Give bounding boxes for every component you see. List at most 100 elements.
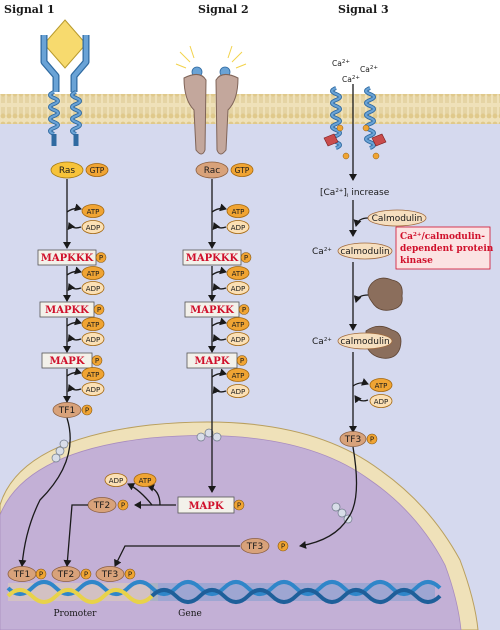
- nucleus-atp: ATP: [133, 473, 157, 487]
- arrow-s3-atp: [352, 378, 369, 387]
- svg-text:MAPKK: MAPKK: [45, 305, 89, 316]
- svg-text:TF2: TF2: [93, 501, 110, 511]
- promoter-label: Promoter: [54, 609, 98, 619]
- s3-adp-badge: ADP: [369, 394, 393, 408]
- arrow-tf3-into-nucleus: [299, 446, 358, 549]
- ca-calmodulin-complex-2: calmodulin: [337, 325, 402, 359]
- svg-text:P: P: [128, 571, 132, 579]
- tf3-bound: TF3 P: [95, 566, 136, 582]
- svg-text:ATP: ATP: [232, 372, 245, 380]
- s1-atp-2: ATP: [81, 266, 105, 280]
- signal-2-receptor-icon: [183, 74, 239, 155]
- s2-adp-3: ADP: [226, 332, 250, 346]
- signal-2-label: Signal 2: [198, 3, 249, 16]
- svg-text:P: P: [370, 436, 374, 444]
- svg-text:P: P: [95, 357, 99, 365]
- svg-text:P: P: [281, 543, 285, 551]
- s2-atp-4: ATP: [226, 368, 250, 382]
- s2-adp-1: ADP: [226, 220, 250, 234]
- svg-text:ADP: ADP: [374, 398, 388, 406]
- s1-arrow-atp-4: [66, 367, 82, 377]
- nuclear-mapk-box: MAPK P: [177, 496, 245, 514]
- s1-arrow-atp-1: [66, 203, 82, 213]
- nucleus-adp: ADP: [104, 473, 128, 487]
- svg-text:MAPKKK: MAPKKK: [186, 253, 239, 264]
- camk-label-box: Ca2+/calmodulin- dependent protein kinas…: [395, 226, 494, 270]
- s3-atp-badge: ATP: [369, 378, 393, 392]
- camk-label-line-2: dependent protein: [400, 244, 494, 254]
- s2-arrow-atp-3: [211, 317, 227, 327]
- s1-adp-3: ADP: [81, 332, 105, 346]
- s1-arrow-atp-3: [66, 317, 82, 327]
- s1-adp-4: ADP: [81, 382, 105, 396]
- tf2-bound: TF2 P: [51, 566, 92, 582]
- ca-ion-1: Ca2+: [332, 59, 350, 68]
- arrow-nucleus-adp: [127, 483, 153, 506]
- svg-text:P: P: [99, 254, 103, 262]
- svg-text:TF3: TF3: [101, 570, 118, 580]
- s2-adp-2: ADP: [226, 281, 250, 295]
- camk-label-line-3: kinase: [400, 256, 433, 266]
- ca-ion-2: Ca2+: [360, 65, 378, 74]
- svg-text:ATP: ATP: [87, 208, 100, 216]
- signal-3-label: Signal 3: [338, 3, 389, 16]
- rac-gtp-label: GTP: [235, 166, 250, 175]
- svg-text:P: P: [121, 502, 125, 510]
- ras-label: Ras: [59, 166, 76, 176]
- ca-calmodulin-complex-1: calmodulin: [337, 242, 393, 260]
- s1-mapkk-box: MAPKK P: [39, 301, 105, 318]
- nuclear-pore-2: [196, 428, 222, 442]
- svg-text:TF1: TF1: [58, 406, 75, 416]
- arrow-tf3-to-promoter: [114, 545, 240, 567]
- svg-text:ATP: ATP: [139, 477, 152, 485]
- svg-text:ATP: ATP: [375, 382, 388, 390]
- s1-adp-1: ADP: [81, 220, 105, 234]
- svg-text:P: P: [97, 306, 101, 314]
- s2-arrow-adp-3: [212, 334, 227, 343]
- s1-arrow-adp-3: [67, 334, 82, 343]
- svg-text:P: P: [237, 502, 241, 510]
- rac-label: Rac: [204, 166, 221, 176]
- ca-calmodulin-prefix-1: Ca2+: [312, 247, 332, 257]
- svg-text:MAPK: MAPK: [194, 356, 229, 367]
- svg-text:ADP: ADP: [109, 477, 123, 485]
- svg-text:ATP: ATP: [87, 371, 100, 379]
- s2-arrow-atp-1: [211, 203, 227, 213]
- calcium-increase-label: [Ca2+]i increase: [320, 188, 390, 199]
- svg-text:MAPK: MAPK: [188, 501, 223, 512]
- svg-text:MAPKK: MAPKK: [190, 305, 234, 316]
- svg-text:ATP: ATP: [232, 208, 245, 216]
- s1-atp-3: ATP: [81, 317, 105, 331]
- ca-calmodulin-label-2: calmodulin: [340, 337, 389, 347]
- arrow-camk-bind: [353, 294, 369, 303]
- tf1-bound: TF1 P: [7, 566, 47, 582]
- svg-text:TF1: TF1: [13, 570, 30, 580]
- gene-label: Gene: [178, 609, 202, 619]
- s2-mapkkk-box: MAPKKK P: [182, 249, 252, 266]
- svg-text:ATP: ATP: [232, 270, 245, 278]
- svg-text:ADP: ADP: [231, 336, 245, 344]
- s2-arrow-atp-4: [211, 368, 227, 378]
- s2-adp-4: ADP: [226, 384, 250, 398]
- svg-text:P: P: [242, 306, 246, 314]
- calmodulin-label: Calmodulin: [372, 214, 423, 224]
- ca-calmodulin-label-1: calmodulin: [340, 247, 389, 257]
- arrow-nucleus-atp: [147, 484, 161, 506]
- s2-mapkk-box: MAPKK P: [184, 301, 250, 318]
- s2-arrow-atp-2: [211, 266, 227, 276]
- s1-adp-2: ADP: [81, 281, 105, 295]
- s2-arrow-adp-2: [212, 283, 227, 292]
- calmodulin: Calmodulin: [367, 209, 427, 227]
- svg-text:P: P: [240, 357, 244, 365]
- signal-1-ligand-icon: [43, 19, 87, 69]
- svg-text:ADP: ADP: [86, 336, 100, 344]
- calcium-channel-icon: [323, 86, 387, 160]
- svg-text:ADP: ADP: [231, 388, 245, 396]
- tf3-nucleus-entry: TF3 P: [240, 538, 289, 554]
- svg-text:ADP: ADP: [231, 224, 245, 232]
- svg-text:P: P: [85, 407, 89, 415]
- ras-gtp-label: GTP: [90, 166, 105, 175]
- s2-atp-2: ATP: [226, 266, 250, 280]
- tf1-cytoplasm: TF1 P: [52, 402, 93, 418]
